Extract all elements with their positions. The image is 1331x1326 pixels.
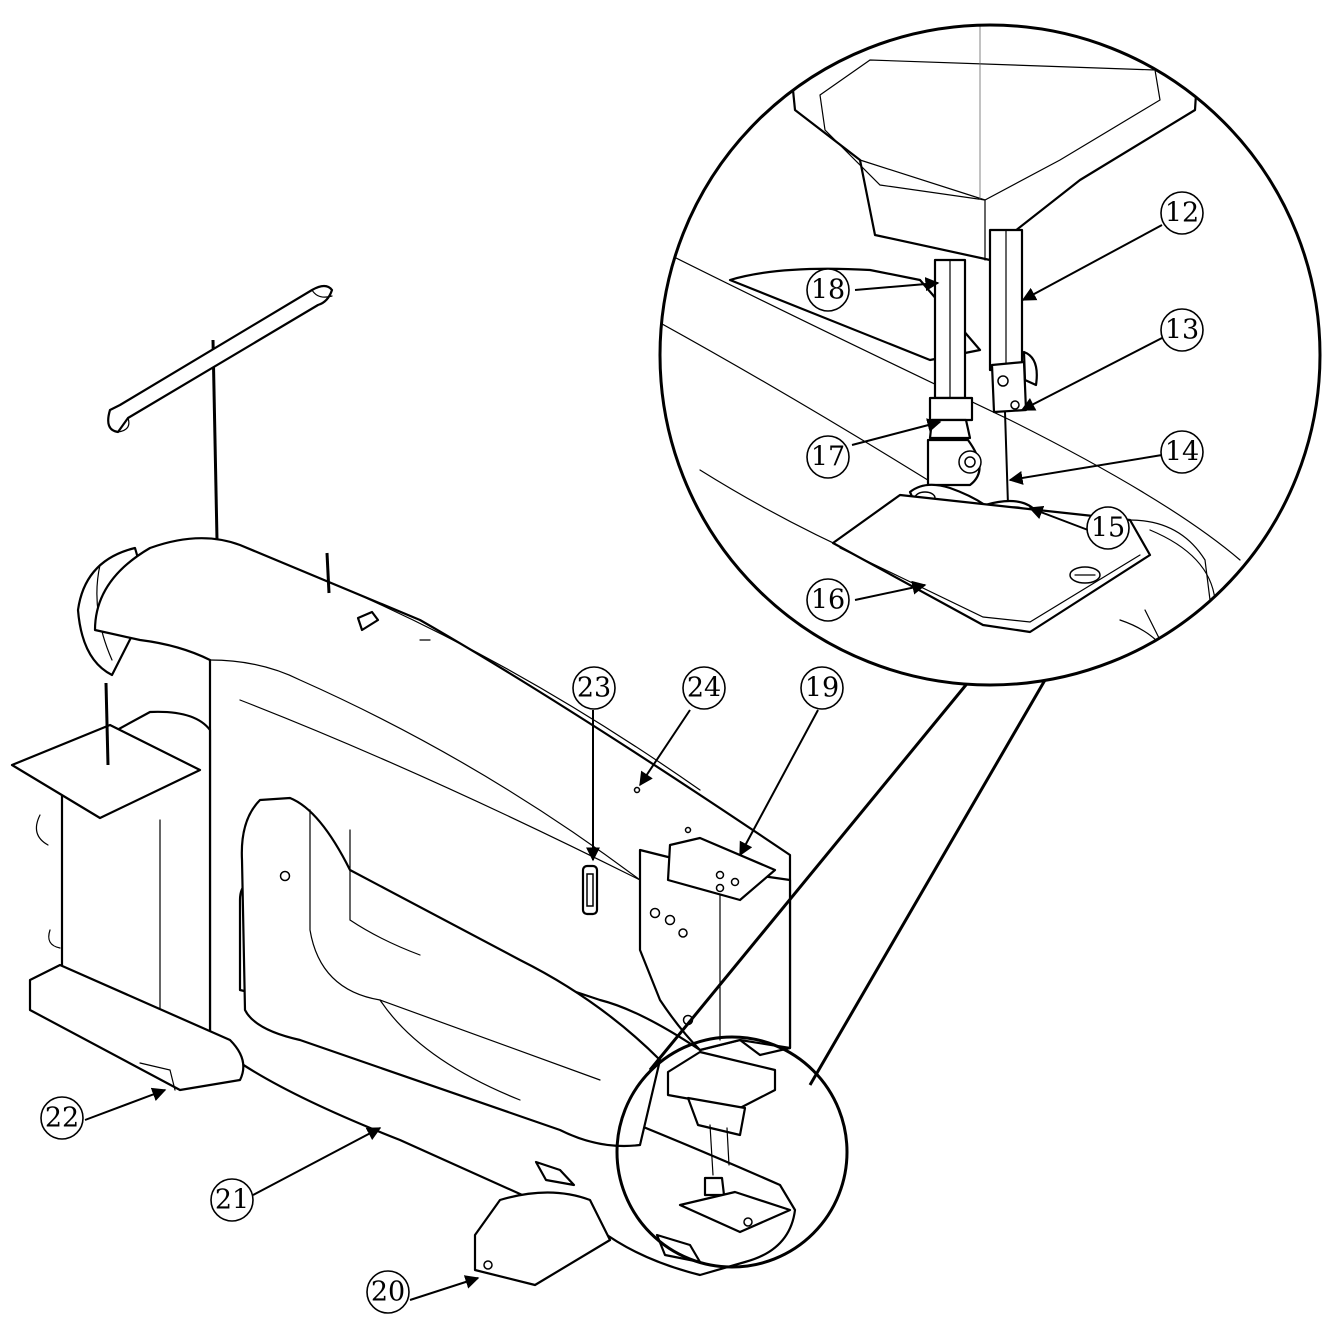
- callout-14: 14: [1160, 430, 1204, 474]
- zoom-connector-left: [648, 679, 972, 1071]
- callout-label-19: 19: [805, 673, 839, 704]
- callout-18: 18: [806, 268, 850, 312]
- callout-label-20: 20: [371, 1277, 405, 1308]
- callout-12: 12: [1160, 191, 1204, 235]
- callout-label-21: 21: [215, 1185, 249, 1216]
- callout-label-14: 14: [1165, 437, 1199, 468]
- callout-label-23: 23: [577, 673, 611, 704]
- left-spool-box: [10, 682, 245, 1092]
- callout-label-13: 13: [1165, 315, 1199, 346]
- machine-body: [93, 537, 797, 1277]
- callout-21: 21: [210, 1178, 254, 1222]
- callout-24: 24: [682, 666, 726, 710]
- callout-label-16: 16: [811, 585, 845, 616]
- callout-label-15: 15: [1091, 513, 1125, 544]
- callout-17: 17: [806, 435, 850, 479]
- callout-16: 16: [806, 578, 850, 622]
- callout-20: 20: [366, 1270, 410, 1314]
- detail-circle-small: [615, 1035, 849, 1269]
- zoom-connector-right: [808, 679, 1047, 1086]
- callout-label-22: 22: [45, 1103, 79, 1134]
- zoom-detail: [658, 23, 1322, 687]
- callout-label-24: 24: [687, 673, 721, 704]
- callout-22: 22: [40, 1096, 84, 1140]
- callout-23: 23: [572, 666, 616, 710]
- callout-label-12: 12: [1165, 198, 1199, 229]
- leader-lines: [84, 224, 1163, 1301]
- callout-label-17: 17: [811, 442, 845, 473]
- needle-head-small: [666, 1050, 792, 1234]
- callout-15: 15: [1086, 506, 1130, 550]
- callout-13: 13: [1160, 308, 1204, 352]
- callout-label-18: 18: [811, 275, 845, 306]
- callout-19: 19: [800, 666, 844, 710]
